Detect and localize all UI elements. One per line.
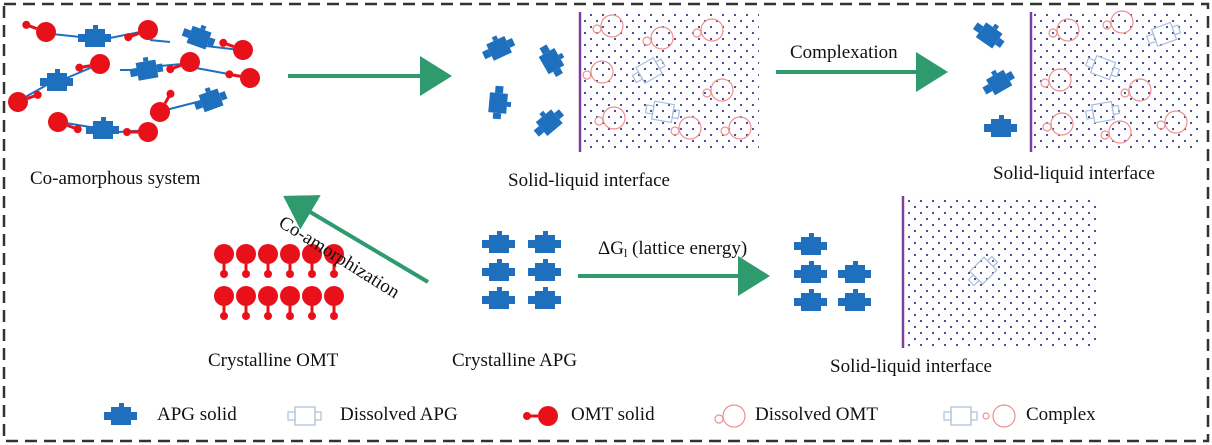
delta-g-suffix: (lattice energy) [627, 238, 748, 259]
label-sli-bottom: Solid-liquid interface [830, 356, 992, 377]
crystalline-omt-unit [234, 242, 258, 280]
sli-top-right [970, 10, 1200, 152]
label-lattice-energy: ΔGl (lattice energy) [598, 238, 747, 261]
label-crystalline-omt: Crystalline OMT [208, 350, 339, 371]
sli-top-middle [478, 12, 759, 152]
dissolved-omt-icon [714, 404, 746, 428]
legend-apg-solid: APG solid [157, 404, 237, 425]
legend-dissolved-apg: Dissolved APG [340, 404, 458, 425]
complex-icon [943, 404, 1016, 428]
crystalline-apg-illustration [482, 231, 561, 309]
label-sli-top-right: Solid-liquid interface [993, 163, 1155, 184]
label-complexation: Complexation [790, 42, 898, 63]
crystalline-omt-unit [256, 284, 280, 322]
dissolved-apg-icon [287, 406, 322, 426]
label-crystalline-apg: Crystalline APG [452, 350, 578, 371]
crystalline-omt-unit [278, 284, 302, 322]
delta-g-subscript: l [623, 246, 628, 260]
crystalline-omt-unit [300, 284, 324, 322]
label-sli-top-middle: Solid-liquid interface [508, 170, 670, 191]
crystalline-omt-unit [234, 284, 258, 322]
arrow-co-amorphization [283, 195, 430, 284]
crystalline-omt-unit [256, 242, 280, 280]
crystalline-omt-unit [212, 284, 236, 322]
crystalline-omt-unit [322, 284, 346, 322]
legend-dissolved-omt: Dissolved OMT [755, 404, 878, 425]
sli-bottom [794, 196, 1098, 348]
co-amorphous-system-illustration [3, 12, 264, 144]
delta-g-prefix: ΔG [598, 238, 624, 259]
legend-omt-solid: OMT solid [571, 404, 655, 425]
apg-solid-icon [104, 403, 137, 425]
legend-complex: Complex [1026, 404, 1096, 425]
crystalline-omt-unit [278, 242, 302, 280]
label-co-amorphous-system: Co-amorphous system [30, 168, 201, 189]
crystalline-omt-unit [212, 242, 236, 280]
omt-solid-icon [521, 404, 560, 428]
